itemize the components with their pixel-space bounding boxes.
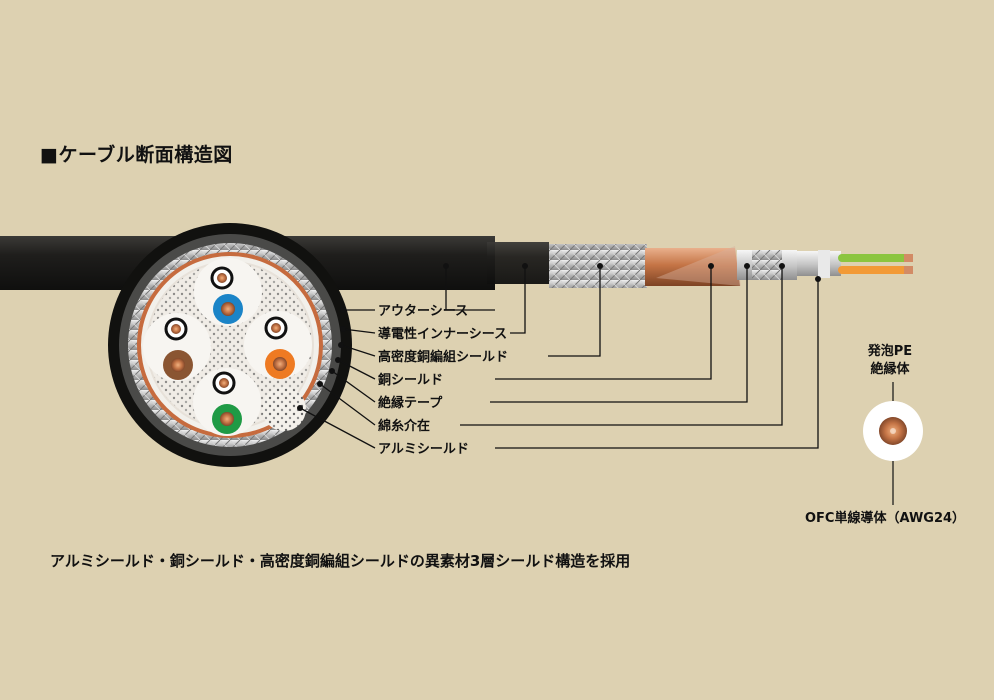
leader-dots: [297, 263, 821, 411]
pair-blue-icon: [194, 258, 262, 326]
layer-label-6: 綿糸介在: [378, 418, 430, 434]
insulation-label-line-2: 絶縁体: [870, 362, 910, 377]
caption: アルミシールド・銅シールド・高密度銅編組シールドの異素材3層シールド構造を採用: [50, 552, 631, 570]
pair-brown-icon: [143, 313, 211, 381]
single-conductor-icon: [863, 382, 923, 505]
layer-label-2: 導電性インナーシース: [378, 326, 507, 342]
layer-labels: アウターシース 導電性インナーシース 高密度銅編組シールド 銅シールド 絶縁テー…: [377, 304, 508, 457]
layer-label-1: アウターシース: [378, 304, 468, 319]
cross-section: [108, 223, 352, 467]
pair-green-icon: [193, 368, 261, 436]
leader-lines: [299, 266, 819, 449]
insulation-label-line-1: 発泡PE: [867, 344, 913, 359]
layer-label-3: 高密度銅編組シールド: [378, 349, 508, 365]
page-title: ■ケーブル断面構造図: [40, 144, 233, 166]
insulation-callout: 発泡PE 絶縁体: [850, 343, 930, 379]
layer-label-4: 銅シールド: [378, 372, 443, 388]
conductor-callout: OFC単線導体（AWG24）: [805, 511, 966, 526]
layer-label-7: アルミシールド: [378, 442, 469, 457]
layer-label-5: 絶縁テープ: [377, 395, 443, 411]
pair-orange-icon: [244, 311, 312, 379]
